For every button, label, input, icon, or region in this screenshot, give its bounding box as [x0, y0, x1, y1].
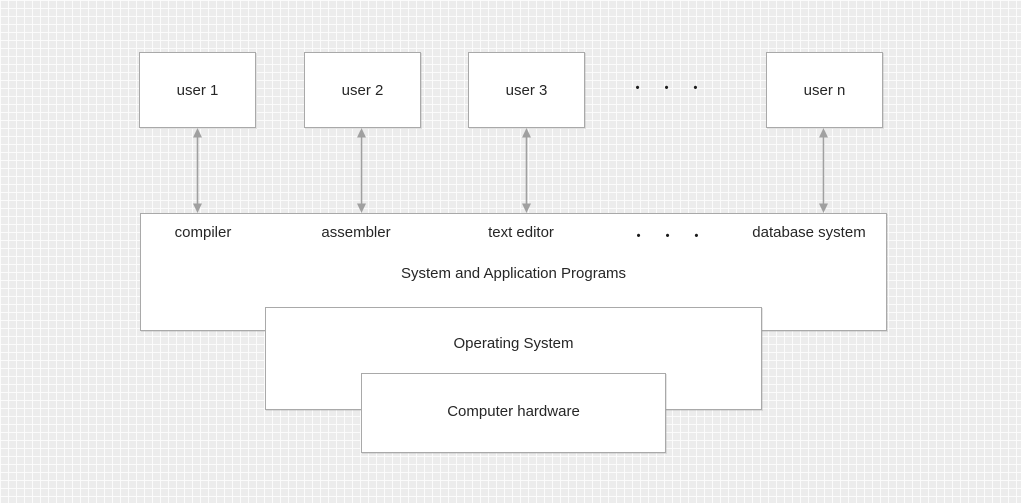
- program-item-database-system: database system: [752, 224, 866, 241]
- computer-hardware-label: Computer hardware: [447, 403, 580, 420]
- user-1-label: user 1: [176, 81, 219, 99]
- arrow-user2-programs-icon: [357, 128, 366, 213]
- programs-box: compiler assembler text editor • • • dat…: [140, 213, 887, 331]
- user-1-box: user 1: [139, 52, 256, 128]
- user-3-box: user 3: [468, 52, 585, 128]
- program-item-text-editor: text editor: [488, 224, 554, 241]
- computer-hardware-box: Computer hardware: [361, 373, 666, 453]
- arrow-user3-programs-icon: [522, 128, 531, 213]
- users-ellipsis: • • •: [635, 82, 709, 94]
- program-item-compiler: compiler: [174, 224, 232, 241]
- user-n-label: user n: [803, 81, 846, 99]
- programs-ellipsis: • • •: [636, 230, 710, 242]
- operating-system-label: Operating System: [453, 335, 574, 352]
- arrow-user1-programs-icon: [193, 128, 202, 213]
- programs-box-title: System and Application Programs: [400, 265, 627, 282]
- user-n-box: user n: [766, 52, 883, 128]
- user-2-label: user 2: [341, 81, 384, 99]
- user-2-box: user 2: [304, 52, 421, 128]
- user-3-label: user 3: [505, 81, 548, 99]
- program-item-assembler: assembler: [321, 224, 391, 241]
- arrow-usern-programs-icon: [819, 128, 828, 213]
